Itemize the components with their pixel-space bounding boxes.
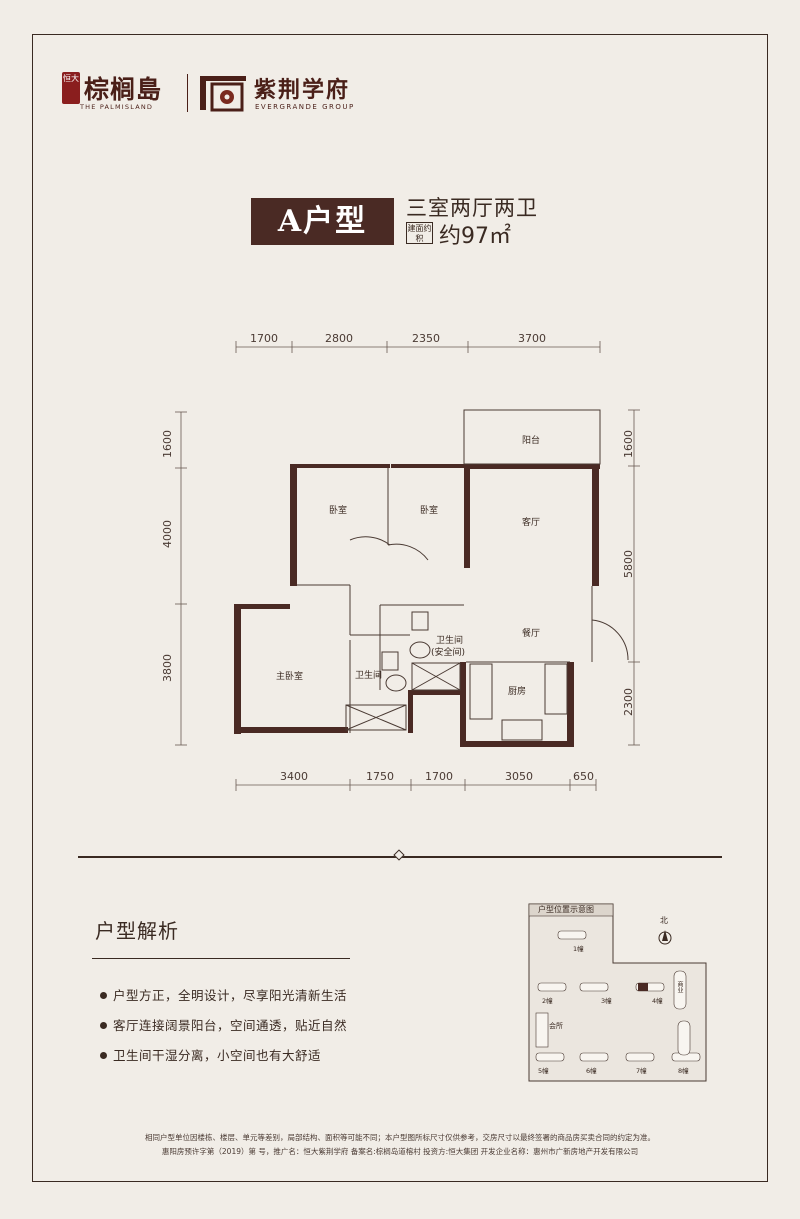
room-bedroom-a: 卧室 [329,506,348,516]
building-2-label: 2幢 [542,997,553,1005]
analysis-point-1: 户型方正，全明设计，尽享阳光清新生活 [100,985,347,1004]
poster-frame [32,34,768,1182]
room-master-bedroom: 主卧室 [276,672,304,682]
right-dim-1: 1600 [622,430,635,458]
building-6-label: 6幢 [586,1067,597,1075]
disclaimer-line-2: 惠阳房预许字第（2019）第 号，推广名：恒大紫荆学府 备案名:棕榈岛道榕村 投… [161,1147,639,1156]
room-bedroom-b: 卧室 [420,506,439,516]
project-name: 紫荆学府 [254,78,351,103]
building-8-label: 8幢 [678,1067,689,1075]
building-3-label: 3幢 [601,997,612,1005]
top-dim-4: 3700 [518,332,546,345]
left-dim-1: 1600 [161,430,174,458]
room-balcony: 阳台 [522,436,541,446]
bullet-dot-icon [100,1022,107,1029]
room-kitchen: 厨房 [508,687,527,697]
bottom-dim-3: 1700 [425,770,453,783]
project-logo-icon [200,76,246,112]
palm-island-logo-text: 棕榈島 [84,75,163,104]
project-english: EVERGRANDE GROUP [255,103,355,111]
evergrande-seal-logo: 恒大 [62,72,80,104]
area-tag: 建面约积 [406,222,433,244]
analysis-point-3: 卫生间干湿分离，小空间也有大舒适 [100,1045,321,1064]
analysis-title-underline [92,958,350,959]
north-label: 北 [660,916,668,925]
room-living: 客厅 [522,518,541,528]
building-4-label: 4幢 [652,997,663,1005]
floor-plan [175,341,640,791]
building-7-label: 7幢 [636,1067,647,1075]
building-5-label: 5幢 [538,1067,549,1075]
bottom-dim-5: 650 [573,770,594,783]
left-dim-3: 3800 [161,654,174,682]
top-dim-3: 2350 [412,332,440,345]
unit-rooms-label: 三室两厅两卫 [406,196,538,220]
disclaimer-line-1: 相同户型单位因楼栋、楼层、单元等差别，局部结构、面积等可能不同；本户型图所标尺寸… [145,1133,655,1142]
bullet-dot-icon [100,992,107,999]
bullet-dot-icon [100,1052,107,1059]
site-map-title: 户型位置示意图 [538,905,594,914]
right-dim-2: 5800 [622,550,635,578]
room-bath-b: 卫生间 [436,636,464,646]
bottom-dim-2: 1750 [366,770,394,783]
commercial-label: 商业 [676,981,683,993]
analysis-title: 户型解析 [95,919,179,943]
analysis-point-2: 客厅连接阔景阳台，空间通透，贴近自然 [100,1015,347,1034]
room-bath-a: 卫生间 [355,671,383,681]
bottom-dim-4: 3050 [505,770,533,783]
building-1-label: 1幢 [573,945,584,953]
unit-type-label: A户型 [251,198,394,245]
room-dining: 餐厅 [522,629,541,639]
clubhouse-label: 会所 [549,1022,563,1030]
unit-area-value: 约97㎡ [439,224,511,249]
right-dim-3: 2300 [622,688,635,716]
top-dim-1: 1700 [250,332,278,345]
palm-island-english: THE PALMISLAND [80,103,154,111]
site-location-map: 户型位置示意图 北 会所 1幢 2幢 3幢 4幢 5幢 6幢 7幢 8幢 商业 [528,903,707,1082]
room-bath-b-note: (安全间) [431,648,466,658]
brand-separator [187,74,188,112]
top-dim-2: 2800 [325,332,353,345]
bottom-dim-1: 3400 [280,770,308,783]
left-dim-2: 4000 [161,520,174,548]
